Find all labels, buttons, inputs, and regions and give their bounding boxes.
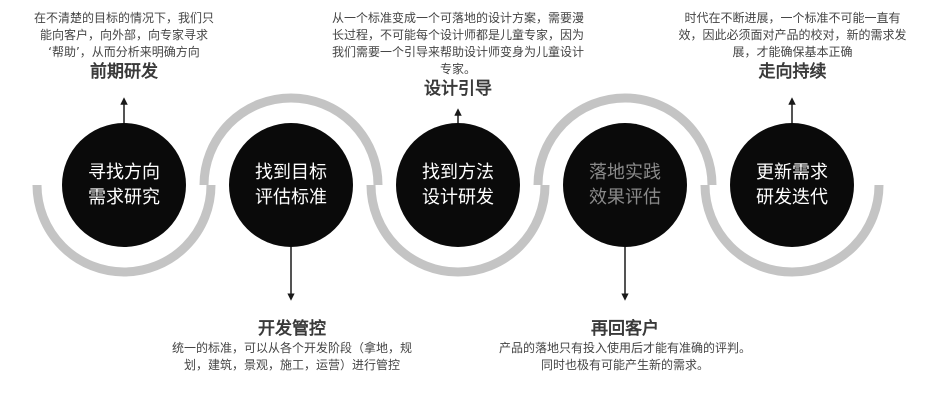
- top-label-1: 在不清楚的目标的情况下，我们只 能向客户，向外部，向专家寻求 ‘帮助’，从而分析…: [4, 10, 244, 83]
- stage-circle-4: 落地实践效果评估: [563, 123, 687, 247]
- stage-circle-2: 找到目标评估标准: [229, 123, 353, 247]
- bottom-label-2: 再回客户 产品的落地只有投入使用后才能有准确的评判。 同时也极有可能产生新的需求…: [478, 318, 772, 374]
- bottom-label-2-desc-2: 同时也极有可能产生新的需求。: [540, 358, 709, 372]
- stage-1-line-2: 需求研究: [88, 187, 160, 208]
- bottom-label-1-desc-2: 划，建筑，景观，施工，运营）进行管控: [183, 358, 400, 372]
- stage-4-line-1: 落地实践: [589, 162, 661, 183]
- top-label-2-desc-4: 专家。: [439, 62, 476, 76]
- bottom-label-2-heading: 再回客户: [591, 319, 659, 339]
- top-label-1-heading: 前期研发: [90, 62, 158, 82]
- top-label-3-heading: 走向持续: [758, 62, 827, 82]
- top-label-2-desc-2: 长过程，不可能每个设计师都是儿童专家，因为: [331, 28, 584, 42]
- stage-2-line-2: 评估标准: [255, 187, 327, 208]
- top-label-3-desc-2: 效，因此必须面对产品的校对，新的需求发: [678, 28, 907, 42]
- bottom-label-1-desc-1: 统一的标准，可以从各个开发阶段（拿地，规: [171, 341, 412, 355]
- arc-1: [32, 184, 216, 277]
- arc-4: [533, 93, 717, 186]
- stage-5-line-2: 研发迭代: [756, 187, 828, 208]
- stage-2-line-1: 找到目标: [255, 162, 327, 183]
- top-label-2-desc-1: 从一个标准变成一个可落地的设计方案，需要漫: [331, 11, 584, 25]
- top-label-3: 时代在不断进展，一个标准不可能一直有 效，因此必须面对产品的校对，新的需求发 展…: [665, 10, 920, 83]
- top-label-2: 从一个标准变成一个可落地的设计方案，需要漫 长过程，不可能每个设计师都是儿童专家…: [313, 10, 603, 100]
- stage-3-line-2: 设计研发: [422, 187, 494, 208]
- arc-2: [199, 93, 383, 186]
- arc-3: [366, 184, 550, 277]
- stage-circle-3: 找到方法设计研发: [396, 123, 520, 247]
- stage-5-line-1: 更新需求: [756, 162, 828, 183]
- top-label-1-desc-1: 在不清楚的目标的情况下，我们只: [33, 11, 214, 25]
- stage-4-line-2: 效果评估: [589, 187, 661, 208]
- top-label-3-desc-3: 展，才能确保基本正确: [732, 45, 853, 59]
- top-label-2-desc-3: 我们需要一个引导来帮助设计师变身为儿童设计: [331, 45, 584, 59]
- top-label-1-desc-2: 能向客户，向外部，向专家寻求: [39, 28, 208, 42]
- stage-circle-5: 更新需求研发迭代: [730, 123, 854, 247]
- stage-1-line-1: 寻找方向: [88, 162, 160, 183]
- bottom-label-1: 开发管控 统一的标准，可以从各个开发阶段（拿地，规 划，建筑，景观，施工，运营）…: [158, 318, 426, 374]
- top-label-1-desc-3: ‘帮助’，从而分析来明确方向: [48, 45, 200, 59]
- top-label-2-heading: 设计引导: [424, 79, 492, 99]
- arc-5: [700, 184, 884, 277]
- bottom-label-2-desc-1: 产品的落地只有投入使用后才能有准确的评判。: [498, 341, 751, 355]
- stage-circle-1: 寻找方向需求研究: [62, 123, 186, 247]
- top-label-3-desc-1: 时代在不断进展，一个标准不可能一直有: [684, 11, 901, 25]
- stage-3-line-1: 找到方法: [422, 162, 494, 183]
- bottom-label-1-heading: 开发管控: [258, 319, 326, 339]
